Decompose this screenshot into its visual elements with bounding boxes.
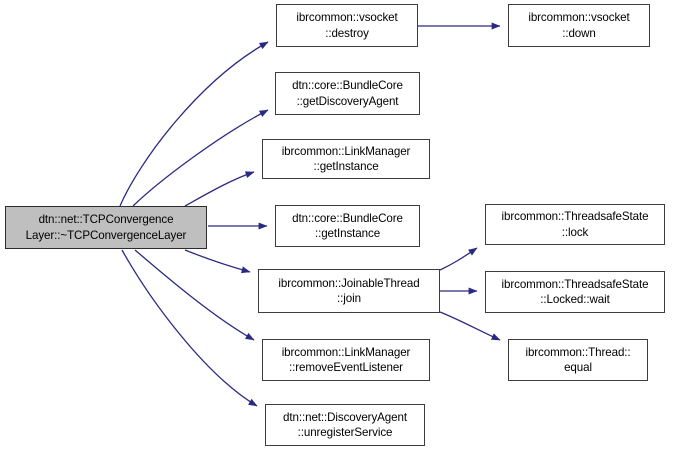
edge-root-to-joinablethread-join [184, 249, 251, 274]
node-bundlecore-getdiscoveryagent-label: dtn::core::BundleCore ::getDiscoveryAgen… [292, 79, 403, 108]
edge-root-to-vsocket-destroy [119, 41, 269, 207]
node-bundlecore-getinstance[interactable]: dtn::core::BundleCore ::getInstance [275, 205, 420, 247]
node-threadsafestate-lock-label: ibrcommon::ThreadsafeState ::lock [501, 210, 649, 239]
node-bundlecore-getdiscoveryagent[interactable]: dtn::core::BundleCore ::getDiscoveryAgen… [275, 72, 420, 115]
node-linkmanager-removeeventlistener[interactable]: ibrcommon::LinkManager ::removeEventList… [262, 339, 430, 381]
edge-root-to-linkmanager-removeeventlistener [134, 249, 255, 341]
node-thread-equal[interactable]: ibrcommon::Thread:: equal [508, 339, 648, 381]
edge-root-to-bundlecore-getdiscoveryagent [132, 109, 269, 207]
edge-joinablethread-join-to-threadsafestate-lock [439, 247, 478, 271]
node-vsocket-destroy-label: ibrcommon::vsocket ::destroy [296, 11, 398, 40]
node-linkmanager-getinstance[interactable]: ibrcommon::LinkManager ::getInstance [262, 139, 430, 179]
node-threadsafestate-locked-wait-label: ibrcommon::ThreadsafeState ::Locked::wai… [501, 277, 649, 306]
edge-root-to-discoveryagent-unregisterservice [121, 249, 258, 407]
edge-joinablethread-join-to-thread-equal [439, 311, 501, 341]
node-joinablethread-join[interactable]: ibrcommon::JoinableThread ::join [258, 269, 440, 313]
node-linkmanager-getinstance-label: ibrcommon::LinkManager ::getInstance [281, 144, 411, 173]
node-vsocket-down-label: ibrcommon::vsocket ::down [528, 11, 630, 40]
node-threadsafestate-lock[interactable]: ibrcommon::ThreadsafeState ::lock [485, 204, 665, 245]
node-bundlecore-getinstance-label: dtn::core::BundleCore ::getInstance [292, 211, 403, 240]
node-discoveryagent-unregisterservice-label: dtn::net::DiscoveryAgent ::unregisterSer… [283, 410, 407, 439]
node-discoveryagent-unregisterservice[interactable]: dtn::net::DiscoveryAgent ::unregisterSer… [265, 404, 425, 446]
node-joinablethread-join-label: ibrcommon::JoinableThread ::join [278, 276, 420, 305]
node-linkmanager-removeeventlistener-label: ibrcommon::LinkManager ::removeEventList… [281, 345, 411, 374]
node-threadsafestate-locked-wait[interactable]: ibrcommon::ThreadsafeState ::Locked::wai… [485, 271, 665, 313]
root-node[interactable]: dtn::net::TCPConvergence Layer::~TCPConv… [5, 206, 207, 249]
edge-root-to-linkmanager-getinstance [184, 171, 255, 207]
root-node-label: dtn::net::TCPConvergence Layer::~TCPConv… [25, 213, 187, 242]
node-thread-equal-label: ibrcommon::Thread:: equal [525, 345, 631, 374]
node-vsocket-destroy[interactable]: ibrcommon::vsocket ::destroy [276, 4, 418, 47]
node-vsocket-down[interactable]: ibrcommon::vsocket ::down [508, 4, 650, 47]
